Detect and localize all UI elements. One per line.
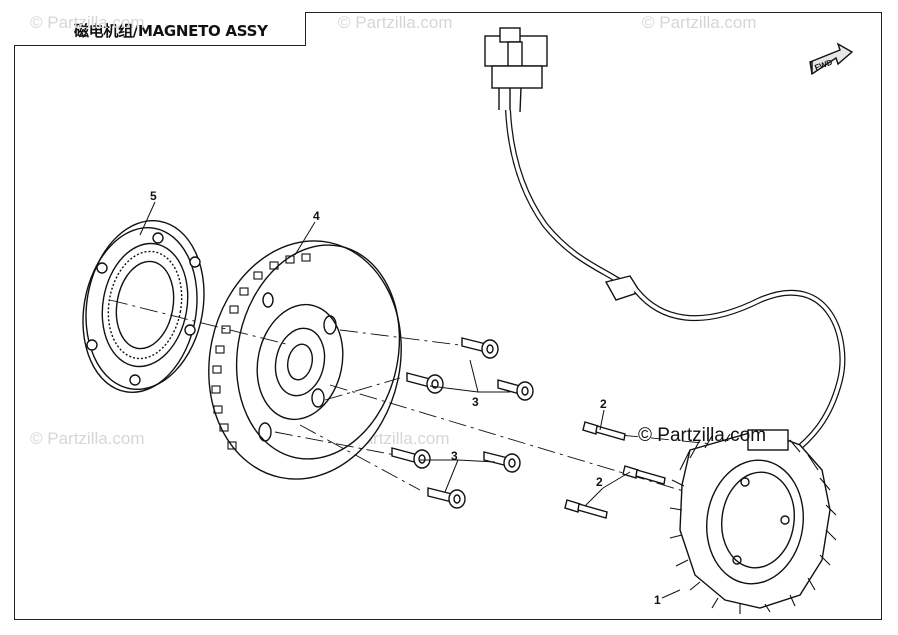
bolt (497, 379, 534, 401)
flywheel-teeth (211, 253, 311, 450)
callout-2: 2 (596, 475, 603, 489)
watermark-text: © Partzilla.com (30, 429, 145, 448)
bolt (582, 421, 626, 441)
callout-3: 3 (451, 449, 458, 463)
bolt (427, 487, 466, 509)
callout-3: 3 (472, 395, 479, 409)
watermark-text: © Partzilla.com (338, 13, 453, 32)
callout-2: 2 (600, 397, 607, 411)
bolt (564, 499, 608, 519)
title-box: 磁电机组/MAGNETO ASSY (14, 12, 306, 46)
flywheel-part (208, 240, 402, 480)
starter-clutch-part (82, 219, 205, 394)
bolt (483, 451, 521, 473)
callout-4: 4 (313, 209, 320, 223)
wire-harness (484, 27, 846, 458)
callouts: 5 4 3 3 2 2 1 (139, 189, 681, 607)
bolt (622, 465, 666, 485)
callout-5: 5 (150, 189, 157, 203)
copyright-text: © Partzilla.com (638, 425, 766, 446)
watermark-text: © Partzilla.com (30, 13, 145, 32)
stator-part (669, 429, 837, 614)
diagram-title: 磁电机组/MAGNETO ASSY (74, 22, 268, 40)
fwd-arrow-icon: FWD (809, 42, 854, 76)
bolt (461, 337, 499, 359)
center-lines (109, 299, 781, 521)
callout-1: 1 (654, 593, 661, 607)
bolt (406, 372, 444, 394)
bolt (391, 447, 431, 469)
drawing-frame (14, 12, 882, 620)
flywheel-bolts (391, 337, 534, 509)
stator-bolts (564, 421, 666, 519)
watermark-text: © Partzilla.com (642, 13, 757, 32)
